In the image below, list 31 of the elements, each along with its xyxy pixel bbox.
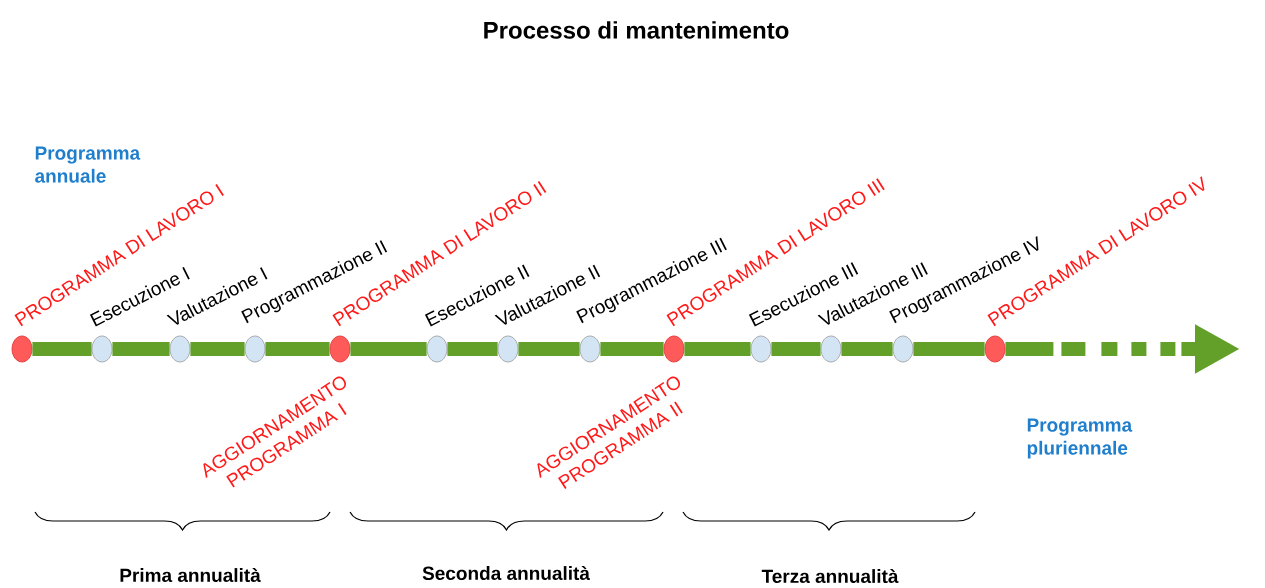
- timeline-segment: [32, 342, 92, 356]
- timeline-segment: [841, 342, 893, 356]
- milestone-dot: [329, 335, 351, 363]
- timeline-segment: [771, 342, 821, 356]
- step-dot: [892, 335, 914, 363]
- timeline-segment: [518, 342, 580, 356]
- period-label: Terza annualità: [761, 568, 899, 584]
- step-dot: [91, 335, 113, 363]
- timeline-segment: [447, 342, 498, 356]
- step-dot: [426, 335, 448, 363]
- timeline-segment: [913, 342, 985, 356]
- timeline-segment: [190, 342, 245, 356]
- step-dot: [497, 335, 519, 363]
- timeline-segment: [684, 342, 751, 356]
- title: Processo di mantenimento: [484, 21, 789, 39]
- period-label: Prima annualità: [120, 567, 261, 583]
- timeline-segment: [350, 342, 427, 356]
- milestone-dot: [663, 335, 685, 363]
- step-dot: [244, 335, 266, 363]
- axis-label: Programma pluriennale: [1027, 418, 1133, 459]
- step-dot: [750, 335, 772, 363]
- axis-label: Programma annuale: [35, 146, 141, 183]
- timeline-segment: [112, 342, 170, 356]
- milestone-dot: [984, 335, 1006, 363]
- step-dot: [169, 335, 191, 363]
- step-dot: [820, 335, 842, 363]
- timeline-segment: [265, 342, 330, 356]
- period-label: Seconda annualità: [422, 565, 590, 581]
- milestone-dot: [11, 335, 33, 363]
- step-dot: [579, 335, 601, 363]
- timeline-segment: [600, 342, 664, 356]
